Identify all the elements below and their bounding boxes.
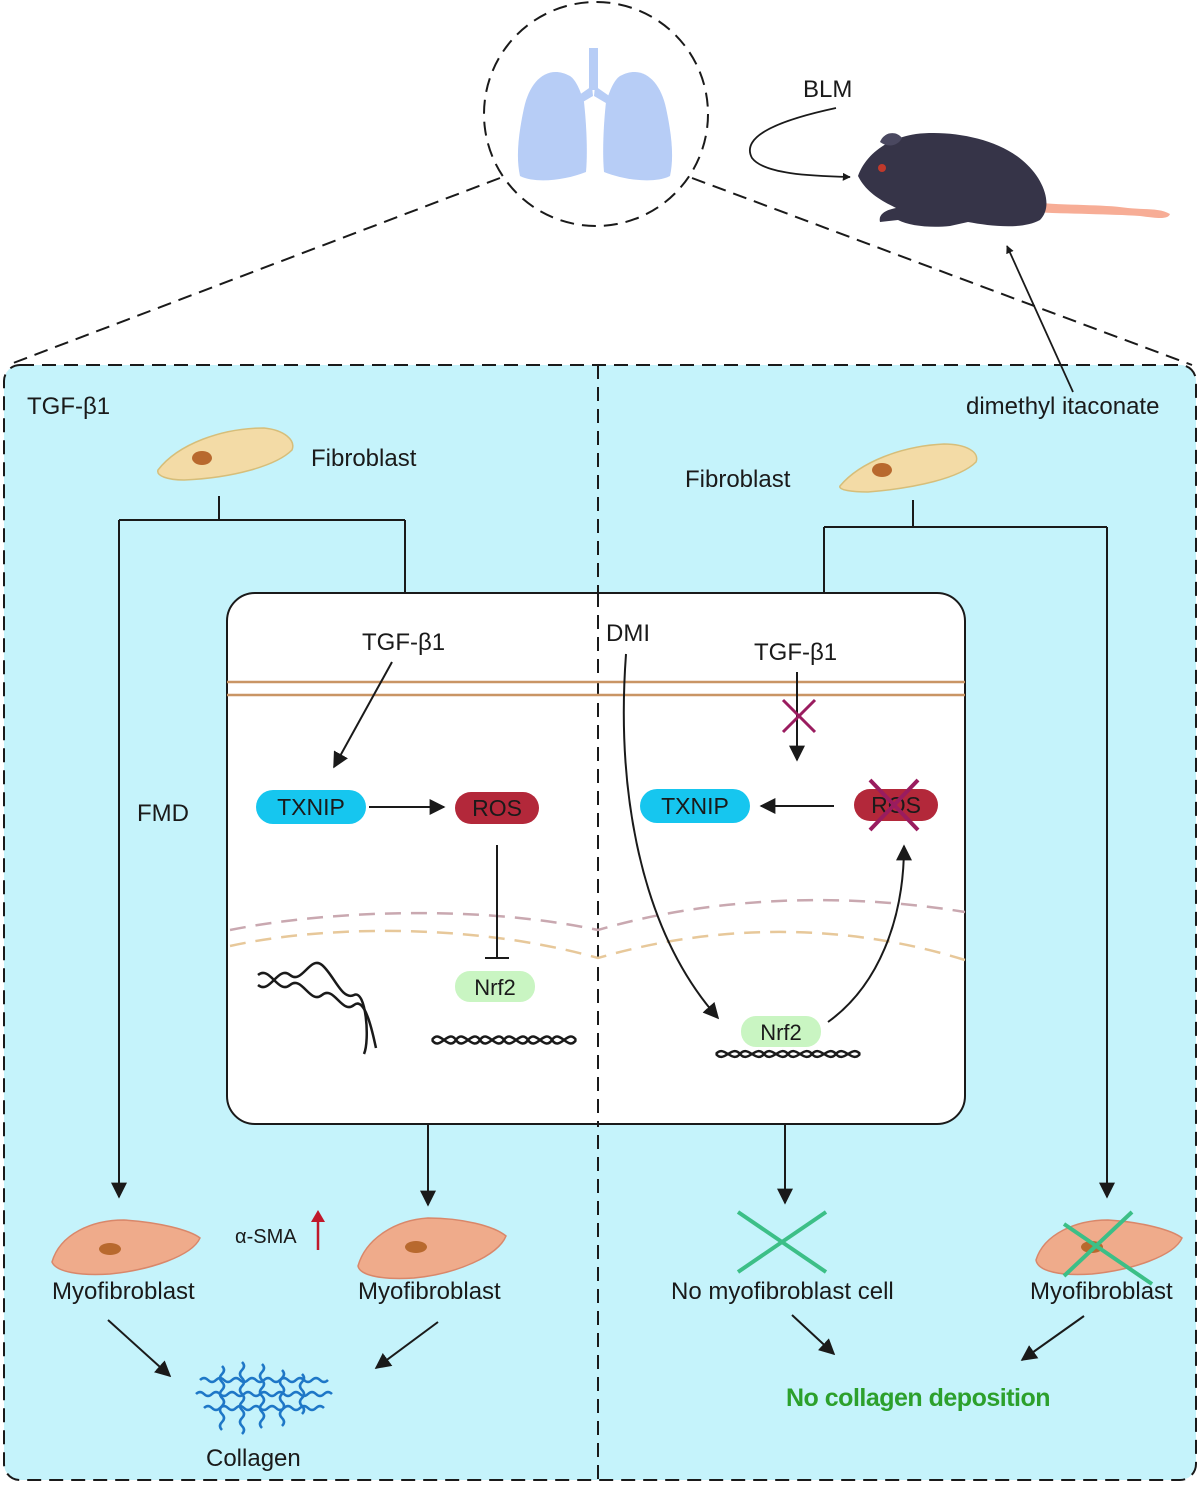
blm-arrow xyxy=(749,107,851,181)
myofibroblast-right xyxy=(357,1217,507,1280)
fibroblast-left-label: Fibroblast xyxy=(311,445,417,472)
ros-left-badge xyxy=(455,792,539,824)
fibroblast-left xyxy=(157,427,294,481)
nrf2-right-label: Nrf2 xyxy=(760,1020,802,1045)
blm-label: BLM xyxy=(803,76,852,103)
zoom-line-left xyxy=(7,177,501,366)
collagen-label: Collagen xyxy=(206,1445,301,1472)
lung-icon xyxy=(517,48,673,181)
nuclear-membrane-inner xyxy=(229,929,966,962)
dmi-to-nrf2-arrow xyxy=(622,653,720,1020)
no-myofibroblast-label: No myofibroblast cell xyxy=(671,1278,894,1305)
fibroblast-right-label: Fibroblast xyxy=(685,466,791,493)
fibroblast-right xyxy=(839,443,978,493)
myofibroblast-left xyxy=(51,1219,201,1276)
myofibroblast-left-label: Myofibroblast xyxy=(52,1278,195,1305)
lung-zoom-circle xyxy=(483,1,709,227)
tgf-block-cross xyxy=(781,698,817,734)
cell-left-tgf-label: TGF-β1 xyxy=(362,629,445,656)
tgf-to-txnip-arrow xyxy=(333,661,393,769)
nuclear-membrane-outer xyxy=(229,898,966,932)
nrf2-right-badge xyxy=(741,1016,821,1047)
txnip-left-badge xyxy=(256,790,366,824)
dmi-to-mouse-arrow xyxy=(1006,245,1074,393)
txnip-right-badge xyxy=(640,789,750,823)
nrf2-to-ros-arrow xyxy=(827,844,912,1023)
myo-left-to-collagen-arrow xyxy=(107,1319,172,1378)
sma-label: α-SMA xyxy=(235,1226,297,1248)
cell-right-tgf-label: TGF-β1 xyxy=(754,639,837,666)
txnip-right-label: TXNIP xyxy=(661,793,729,819)
no-collagen-label: No collagen deposition xyxy=(786,1384,1050,1412)
dna-helix-left-diagonal xyxy=(257,961,378,1055)
fmd-label: FMD xyxy=(137,800,189,827)
cell-right-dmi-label: DMI xyxy=(606,620,650,647)
ros-left-label: ROS xyxy=(472,795,522,821)
myo-to-no-collagen-arrow xyxy=(1020,1315,1085,1361)
no-myofibroblast-cross xyxy=(736,1210,828,1274)
no-myo-to-no-collagen-arrow xyxy=(791,1314,836,1356)
cell-box xyxy=(226,592,966,1125)
myofibroblast-cross-mark xyxy=(1062,1210,1154,1286)
myofibroblast-crossed-label: Myofibroblast xyxy=(1030,1278,1173,1305)
dmi-full-label: dimethyl itaconate xyxy=(966,393,1159,420)
nrf2-left-label: Nrf2 xyxy=(474,975,516,1000)
sma-up-arrowhead xyxy=(311,1210,325,1222)
collagen-icon xyxy=(195,1361,333,1435)
myofibroblast-right-label: Myofibroblast xyxy=(358,1278,501,1305)
nrf2-left-badge xyxy=(455,971,535,1002)
left-corner-tgf-label: TGF-β1 xyxy=(27,393,110,420)
mouse-icon xyxy=(858,133,1170,227)
ros-block-cross xyxy=(868,778,920,832)
zoom-line-right xyxy=(691,177,1193,366)
dna-helix-right xyxy=(715,1049,861,1059)
txnip-left-label: TXNIP xyxy=(277,794,345,820)
myo-right-to-collagen-arrow xyxy=(374,1321,439,1369)
dna-helix-left-horizontal xyxy=(430,1035,578,1045)
